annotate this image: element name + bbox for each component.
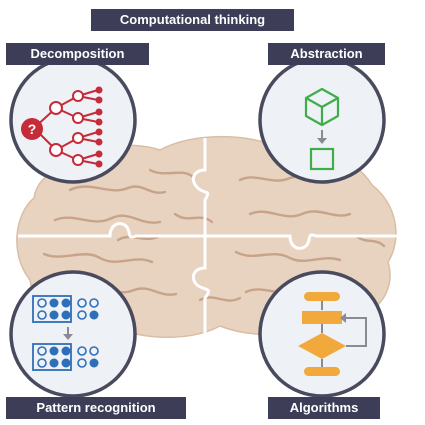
algorithms-label: Algorithms	[268, 397, 380, 419]
question-mark: ?	[28, 121, 37, 137]
flowchart-icon	[298, 292, 367, 376]
decomposition-label: Decomposition	[6, 43, 149, 65]
page-title: Computational thinking	[91, 9, 294, 31]
cube-icon	[304, 87, 340, 127]
down-arrow-icon	[317, 130, 327, 144]
pattern-grid-icon	[32, 295, 99, 371]
pattern-recognition-label: Pattern recognition	[6, 397, 186, 419]
tree-leaf-dots	[95, 86, 103, 168]
puzzle-lines	[18, 138, 400, 340]
square-icon	[309, 147, 335, 171]
abstraction-label: Abstraction	[268, 43, 385, 65]
question-node	[21, 118, 43, 140]
